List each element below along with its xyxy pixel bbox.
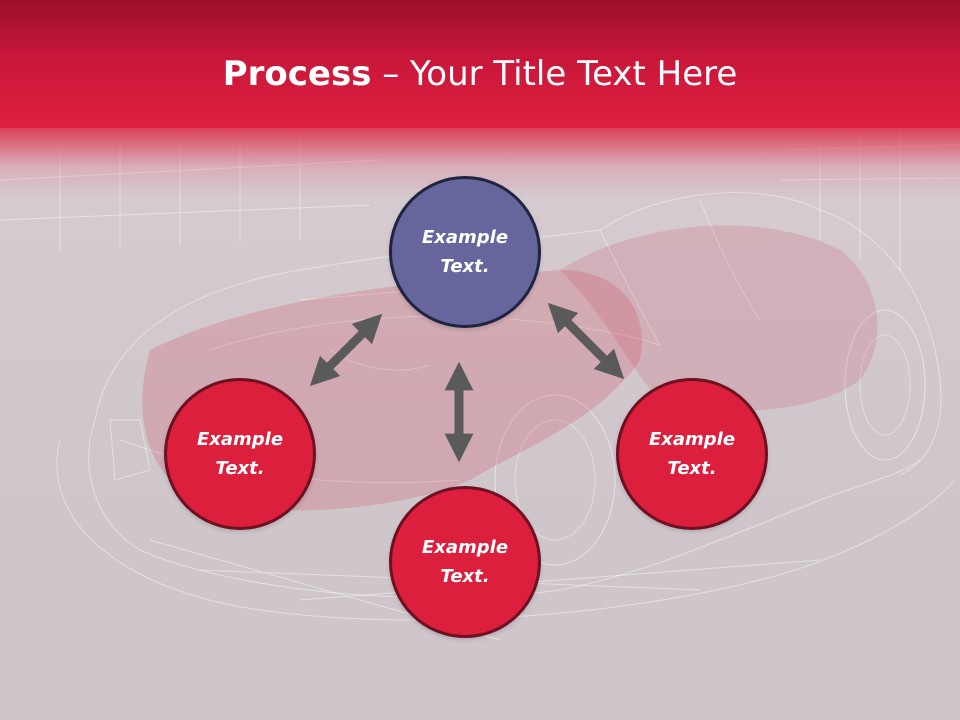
slide-title-rest: – Your Title Text Here (371, 54, 738, 94)
process-node-top[interactable]: Example Text. (389, 176, 541, 328)
arrow-top-right (547, 302, 625, 380)
process-node-bottom-text: Example Text. (421, 537, 509, 587)
arrow-top-left (309, 313, 383, 387)
slide-title-bold: Process (222, 54, 372, 94)
process-node-bottom[interactable]: Example Text. (389, 486, 541, 638)
process-node-left[interactable]: Example Text. (164, 378, 316, 530)
process-node-top-text: Example Text. (421, 227, 509, 277)
process-node-left-text: Example Text. (196, 429, 284, 479)
title-bar (0, 0, 960, 128)
slide-title: Process – Your Title Text Here (0, 52, 960, 96)
process-node-right[interactable]: Example Text. (616, 378, 768, 530)
process-node-right-text: Example Text. (648, 429, 736, 479)
